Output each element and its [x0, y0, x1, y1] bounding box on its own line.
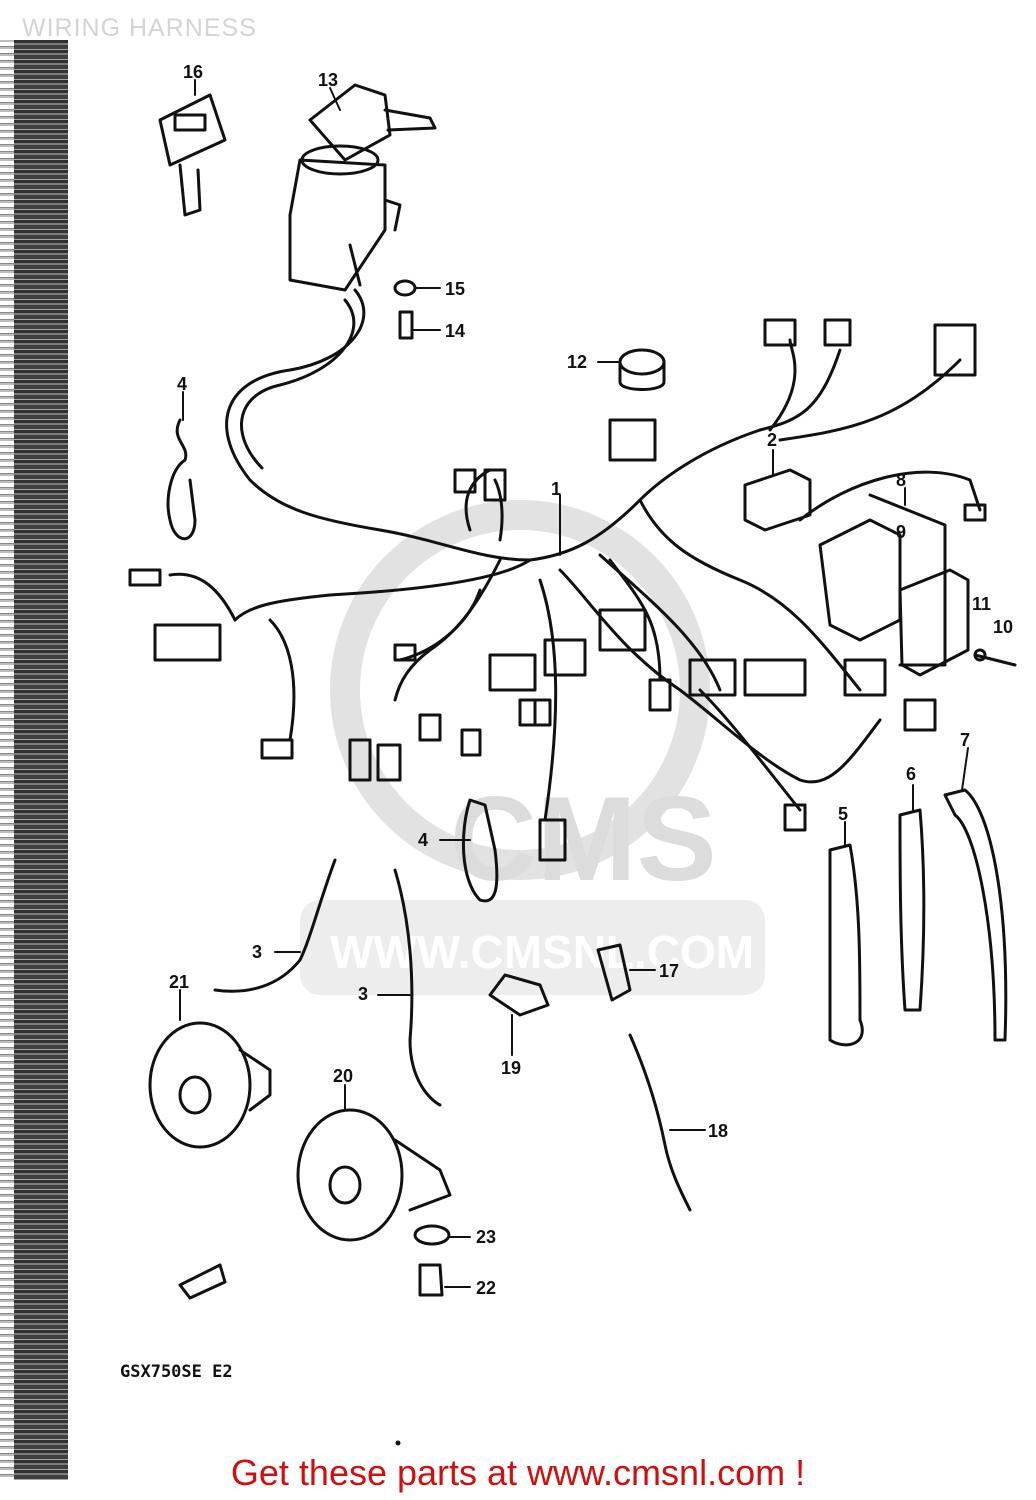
callout-17: 17	[659, 961, 679, 981]
scan-dot	[395, 1440, 401, 1446]
callout-3-right: 3	[358, 984, 368, 1004]
callout-18: 18	[708, 1121, 728, 1141]
callout-8: 8	[896, 470, 906, 490]
page-title: WIRING HARNESS	[22, 14, 257, 42]
bolt-22	[418, 1263, 444, 1297]
harness-connectors	[128, 318, 987, 862]
washer-11	[973, 648, 987, 662]
callout-15: 15	[445, 279, 465, 299]
callout-21: 21	[169, 972, 189, 992]
callout-4-top: 4	[177, 374, 187, 394]
clamp-4-bottom	[462, 798, 499, 903]
callout-12: 12	[567, 352, 587, 372]
callout-2: 2	[767, 430, 777, 450]
callout-9: 9	[896, 522, 906, 542]
callout-19: 19	[501, 1058, 521, 1078]
screw-10	[973, 653, 1017, 667]
callout-5: 5	[838, 804, 848, 824]
spring-18	[628, 1033, 692, 1212]
fuse-12	[618, 348, 666, 391]
callout-13: 13	[318, 70, 338, 90]
ignition-switch-13	[288, 83, 437, 292]
watermark: CMS WWW.CMSNL.COM	[300, 500, 765, 995]
callout-16: 16	[183, 62, 203, 82]
watermark-url: WWW.CMSNL.COM	[330, 926, 754, 978]
watermark-brand: CMS	[450, 772, 717, 906]
screw-14	[398, 310, 414, 340]
band-7	[943, 788, 1008, 1042]
front-arrow-icon	[178, 1263, 227, 1300]
washer-15	[393, 279, 417, 297]
model-code: GSX750SE E2	[120, 1362, 233, 1382]
callout-20: 20	[333, 1066, 353, 1086]
unit-9	[898, 568, 970, 677]
leader-lines	[179, 79, 969, 1288]
callout-14: 14	[445, 321, 465, 341]
callout-22: 22	[476, 1278, 496, 1298]
band-6	[898, 808, 926, 1012]
footer-link-text[interactable]: Get these parts at www.cmsnl.com !	[230, 1452, 806, 1493]
callout-labels: 1 2 3 3 4 4 5 6 7 8 9 10 11 12 13 14 15 …	[169, 62, 1013, 1298]
callout-3-left: 3	[252, 942, 262, 962]
callout-6: 6	[906, 764, 916, 784]
scan-edge-noise-light	[0, 40, 14, 1480]
lead-wire-3-right	[393, 868, 442, 1107]
callout-11: 11	[972, 594, 991, 614]
bracket-19	[488, 973, 550, 1017]
scan-edge-noise	[14, 40, 68, 1480]
callout-1: 1	[551, 479, 561, 499]
band-5	[828, 843, 864, 1047]
switch-17	[596, 943, 632, 1002]
callout-10: 10	[993, 617, 1013, 637]
key-16	[158, 93, 227, 217]
clamp-4-top	[166, 418, 197, 541]
washer-23	[413, 1224, 451, 1246]
horn-20	[296, 1108, 452, 1242]
horn-21	[148, 1021, 272, 1149]
relay-2	[743, 468, 812, 532]
callout-7: 7	[960, 730, 970, 750]
callout-23: 23	[476, 1227, 496, 1247]
callout-4-bottom: 4	[418, 830, 428, 850]
lead-wire-3-left	[213, 858, 337, 993]
